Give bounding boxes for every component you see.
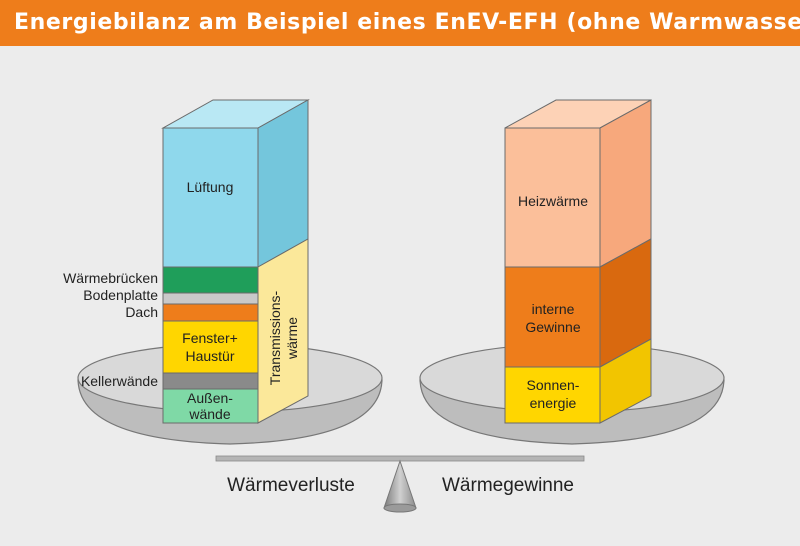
gain-column: Heizwärme interne Gewinne Sonnen- energi… [504,99,652,424]
label-transmission-2: wärme [284,317,300,360]
label-heat-losses: Wärmeverluste [227,475,355,496]
label-thermal-bridges: Wärmebrücken [63,270,158,286]
label-floor-slab: Bodenplatte [83,287,158,303]
label-internal-gains-2: Gewinne [525,319,580,335]
segment-heating [504,127,601,268]
label-exterior-walls-1: Außen- [187,390,233,406]
loss-column: Lüftung Fenster+ Haustür Außen- wände Tr… [63,99,310,424]
label-heating: Heizwärme [518,193,588,209]
segment-windows-door [162,320,259,374]
label-windows-door-2: Haustür [185,348,234,364]
segment-internal-gains [504,266,601,368]
label-solar-2: energie [530,395,577,411]
segment-thermal-bridges [162,266,259,294]
segment-roof [162,303,259,322]
segment-exterior-walls [162,388,259,424]
label-solar-1: Sonnen- [527,377,580,393]
balance-scale: Wärmeverluste Wärmegewinne [215,455,585,513]
transmission-side [257,238,309,424]
label-ventilation: Lüftung [187,179,234,195]
segment-solar-energy [504,366,601,424]
label-internal-gains-1: interne [532,301,575,317]
balance-pivot [383,459,417,509]
label-basement-walls: Kellerwände [81,373,158,389]
label-roof: Dach [125,304,158,320]
label-exterior-walls-2: wände [188,406,230,422]
label-heat-gains: Wärmegewinne [442,475,574,496]
label-transmission-1: Transmissions- [267,290,283,385]
page-title: Energiebilanz am Beispiel eines EnEV-EFH… [0,0,800,46]
segment-basement-walls [162,372,259,390]
heating-side [599,99,652,268]
label-windows-door-1: Fenster+ [182,330,238,346]
segment-ventilation [162,127,259,268]
energy-balance-diagram: Lüftung Fenster+ Haustür Außen- wände Tr… [63,99,725,513]
ventilation-side [257,99,309,268]
segment-floor-slab [162,292,259,305]
